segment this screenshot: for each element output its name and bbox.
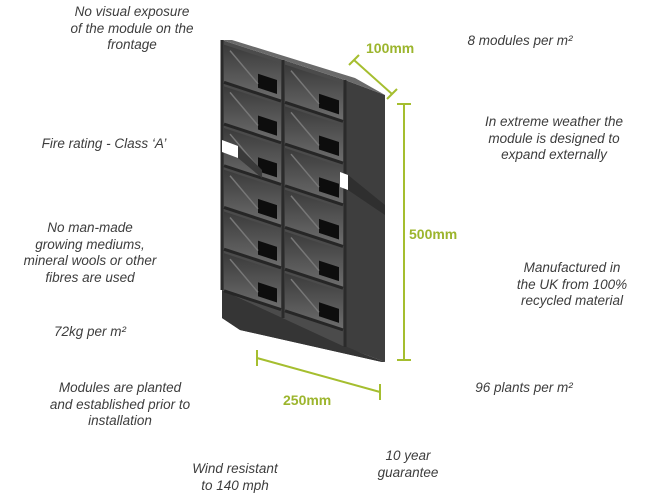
module-cell-divider bbox=[290, 111, 320, 146]
module-shelf-lip bbox=[223, 206, 282, 228]
note-no-man-made: No man-made growing mediums, mineral woo… bbox=[23, 220, 157, 285]
width-dimension-line bbox=[256, 357, 381, 393]
module-pocket bbox=[319, 177, 339, 198]
module-pocket bbox=[319, 218, 339, 240]
module-shelf-lip bbox=[284, 184, 344, 207]
module-cell-divider bbox=[290, 70, 320, 105]
note-wind: Wind resistant to 140 mph bbox=[192, 461, 278, 493]
module-bottom-face bbox=[222, 290, 382, 362]
module-cell-divider bbox=[290, 278, 320, 313]
module-pocket bbox=[319, 93, 339, 115]
module-shelf-lip bbox=[223, 289, 282, 311]
module-pocket bbox=[258, 198, 277, 220]
height-dimension-label: 500mm bbox=[409, 226, 458, 242]
expansion-notch-left-tab bbox=[238, 146, 262, 178]
module-cell-divider bbox=[229, 216, 259, 252]
note-extreme-weather: In extreme weather the module is designe… bbox=[484, 114, 624, 162]
note-guarantee: 10 year guarantee bbox=[377, 448, 439, 480]
depth-dimension-line bbox=[353, 59, 393, 95]
width-dimension-label: 250mm bbox=[283, 392, 332, 408]
depth-dimension-label: 100mm bbox=[366, 40, 415, 56]
module-shelf-lip bbox=[284, 267, 344, 290]
depth-dimension-tick-b bbox=[386, 88, 398, 100]
module-pocket bbox=[319, 302, 339, 323]
note-visual-exposure: No visual exposure of the module on the … bbox=[70, 4, 194, 52]
expansion-notch-right bbox=[340, 172, 348, 190]
module-pocket bbox=[258, 282, 277, 303]
note-fire-rating: Fire rating - Class ‘A’ bbox=[41, 136, 167, 151]
note-modules-per-m2: 8 modules per m² bbox=[467, 33, 573, 48]
module-pocket bbox=[319, 135, 339, 157]
module-cells bbox=[223, 44, 344, 332]
module-shelf-lip bbox=[284, 100, 344, 123]
module-cell-divider bbox=[290, 195, 320, 230]
note-weight: 72kg per m² bbox=[53, 324, 127, 339]
module-pocket bbox=[258, 73, 277, 95]
module-pocket bbox=[258, 240, 277, 261]
module-pocket bbox=[258, 157, 277, 178]
module-side-wall bbox=[345, 80, 385, 362]
expansion-notch-left bbox=[222, 140, 238, 158]
module-cell-divider bbox=[229, 175, 259, 210]
expansion-notch-right-tab bbox=[348, 175, 385, 215]
module-shelf-lip bbox=[223, 247, 282, 270]
module-cell-divider bbox=[290, 236, 320, 272]
depth-dimension-tick-a bbox=[348, 54, 360, 66]
note-manufactured: Manufactured in the UK from 100% recycle… bbox=[516, 260, 628, 308]
module-shelf-lip bbox=[223, 164, 282, 186]
module-shelf-lip bbox=[284, 309, 344, 332]
note-planted: Modules are planted and established prio… bbox=[49, 380, 191, 428]
module-shelf-lip bbox=[284, 142, 344, 165]
module-cell-divider bbox=[229, 258, 259, 293]
module-shelf-lip bbox=[223, 122, 282, 145]
module-pocket bbox=[258, 115, 277, 136]
module-pocket bbox=[319, 260, 339, 282]
module-cell-divider bbox=[290, 153, 320, 188]
module-shelf-lip bbox=[223, 80, 282, 103]
module-cell-divider bbox=[229, 50, 259, 85]
module-cell-divider bbox=[229, 91, 259, 126]
module-shelf-lip bbox=[284, 226, 344, 248]
note-plants-per-m2: 96 plants per m² bbox=[475, 380, 573, 395]
